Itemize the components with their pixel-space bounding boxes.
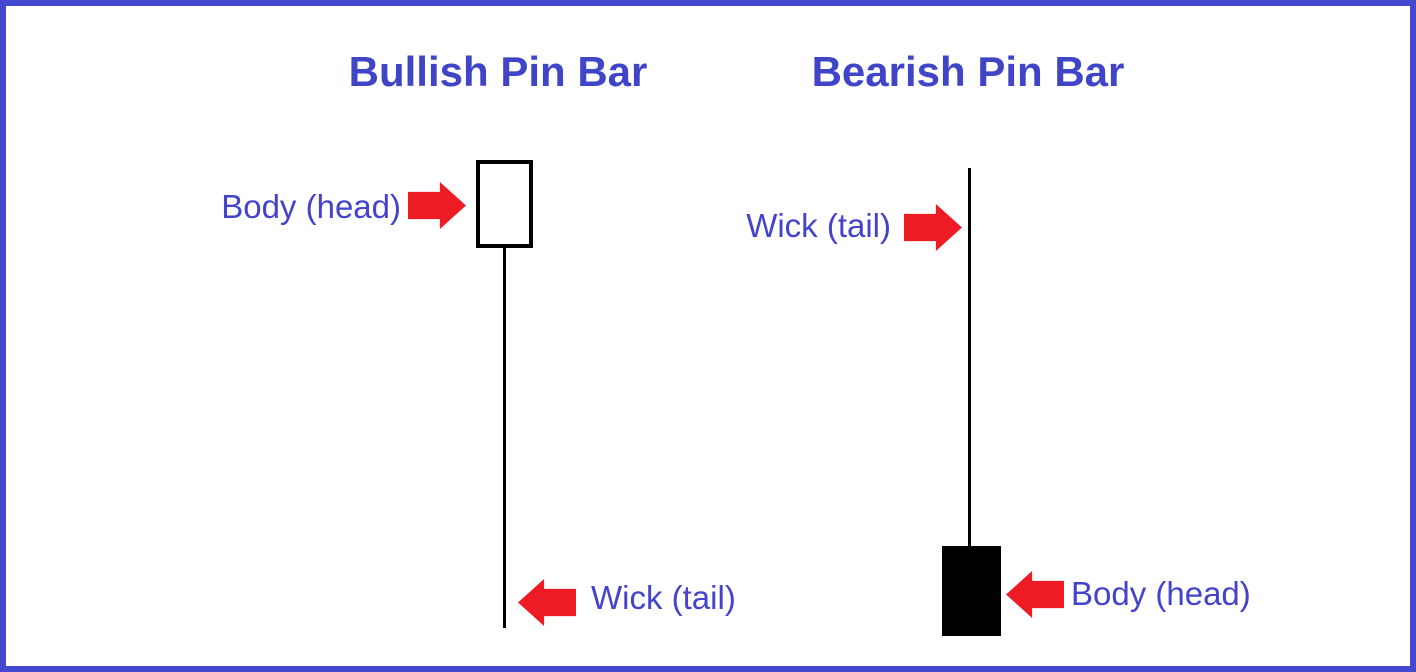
bearish-body-label: Body (head): [1071, 575, 1251, 612]
bearish-candle-body: [942, 546, 1001, 636]
arrow-left-icon: [1006, 571, 1064, 618]
bullish-candle-body: [476, 160, 533, 248]
arrow-left-icon: [518, 579, 576, 626]
bearish-wick-label: Wick (tail): [746, 207, 891, 244]
arrow-right-icon: [408, 182, 466, 229]
bullish-panel-title: Bullish Pin Bar: [348, 48, 648, 95]
bearish-panel-title: Bearish Pin Bar: [811, 48, 1125, 95]
bullish-candle-wick: [503, 248, 506, 628]
bullish-body-label: Body (head): [221, 188, 401, 225]
arrow-right-icon: [904, 204, 962, 251]
bullish-wick-label: Wick (tail): [591, 579, 736, 616]
bearish-candle-wick: [968, 168, 971, 546]
